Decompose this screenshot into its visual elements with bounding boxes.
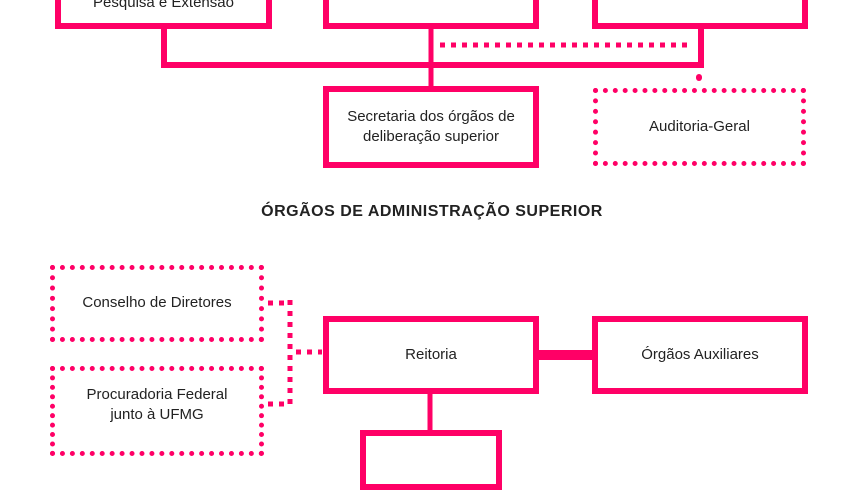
connector-lines <box>161 26 704 432</box>
box-label: Reitoria <box>405 345 457 363</box>
box-label: Órgãos Auxiliares <box>641 345 759 363</box>
box-top-middle <box>323 0 539 29</box>
box-procuradoria: Procuradoria Federal junto à UFMG <box>50 366 264 456</box>
box-bottom <box>360 430 502 490</box>
section-heading: ÓRGÃOS DE ADMINISTRAÇÃO SUPERIOR <box>261 203 603 220</box>
box-pesquisa-extensao: Pesquisa e Extensão <box>55 0 272 29</box>
box-auditoria-geral: Auditoria-Geral <box>593 88 806 166</box>
box-secretaria: Secretaria dos órgãos de deliberação sup… <box>323 86 539 168</box>
box-label: Pesquisa e Extensão <box>93 0 234 11</box>
box-reitoria: Reitoria <box>323 316 539 394</box>
box-label: Conselho de Diretores <box>82 294 232 312</box>
box-label: Procuradoria Federal junto à UFMG <box>86 386 228 424</box>
box-label: Auditoria-Geral <box>649 117 750 135</box>
box-label: Secretaria dos órgãos de deliberação sup… <box>347 107 515 145</box>
box-conselho-diretores: Conselho de Diretores <box>50 265 264 342</box>
box-top-right <box>592 0 808 29</box>
box-orgaos-auxiliares: Órgãos Auxiliares <box>592 316 808 394</box>
